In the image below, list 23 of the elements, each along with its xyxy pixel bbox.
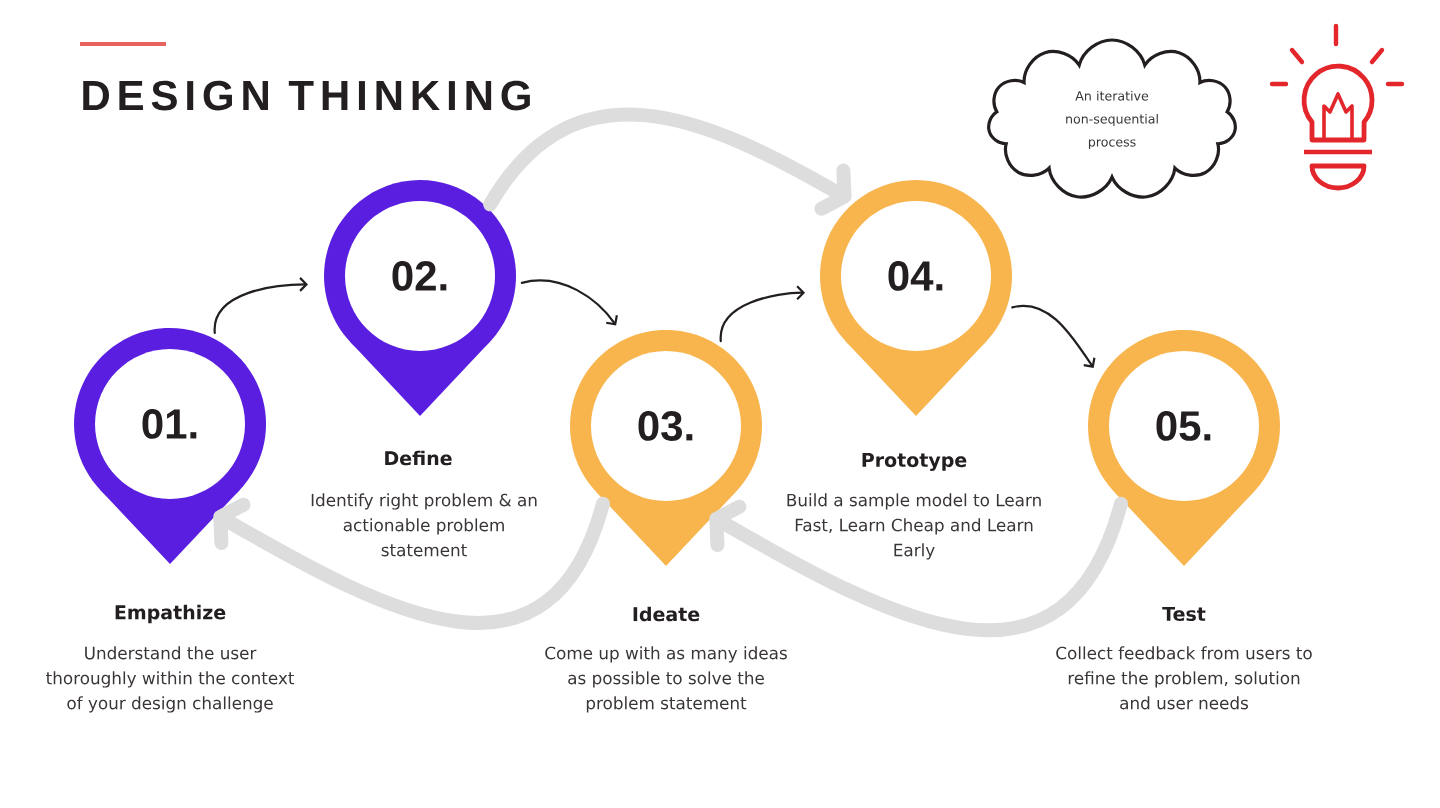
curved-arrow [483,107,852,216]
step-description: Build a sample model to Learn Fast, Learn Cheap and Learn Early [787,493,1041,560]
curved-arrow [719,285,806,343]
curved-arrow [709,496,1128,637]
step-title: Define [385,450,452,466]
curved-arrow [213,496,610,630]
map-pin: 01. [74,328,266,564]
step-title: Empathize [115,604,226,624]
step-description: Identify right problem & an actionable problem statement [311,493,537,557]
title: DESIGN THINKING [83,80,530,111]
curved-arrow [1011,304,1096,368]
step-description: Collect feedback from users to refine the problem, solution and user needs [1056,646,1312,710]
curved-arrow [213,277,308,334]
map-pin: 02. [324,180,516,416]
step-title: Prototype [862,453,967,471]
step-title: Test [1162,606,1206,622]
map-pin: 05. [1088,330,1280,566]
map-pin: 03. [570,330,762,566]
map-pin: 04. [820,180,1012,416]
curved-arrow [520,279,618,326]
step-description: Understand the user thoroughly within the context of your design challenge [46,646,295,713]
step-description: Come up with as many ideas as possible to solve the problem statement [545,646,787,713]
step-title: Ideate [633,606,700,622]
